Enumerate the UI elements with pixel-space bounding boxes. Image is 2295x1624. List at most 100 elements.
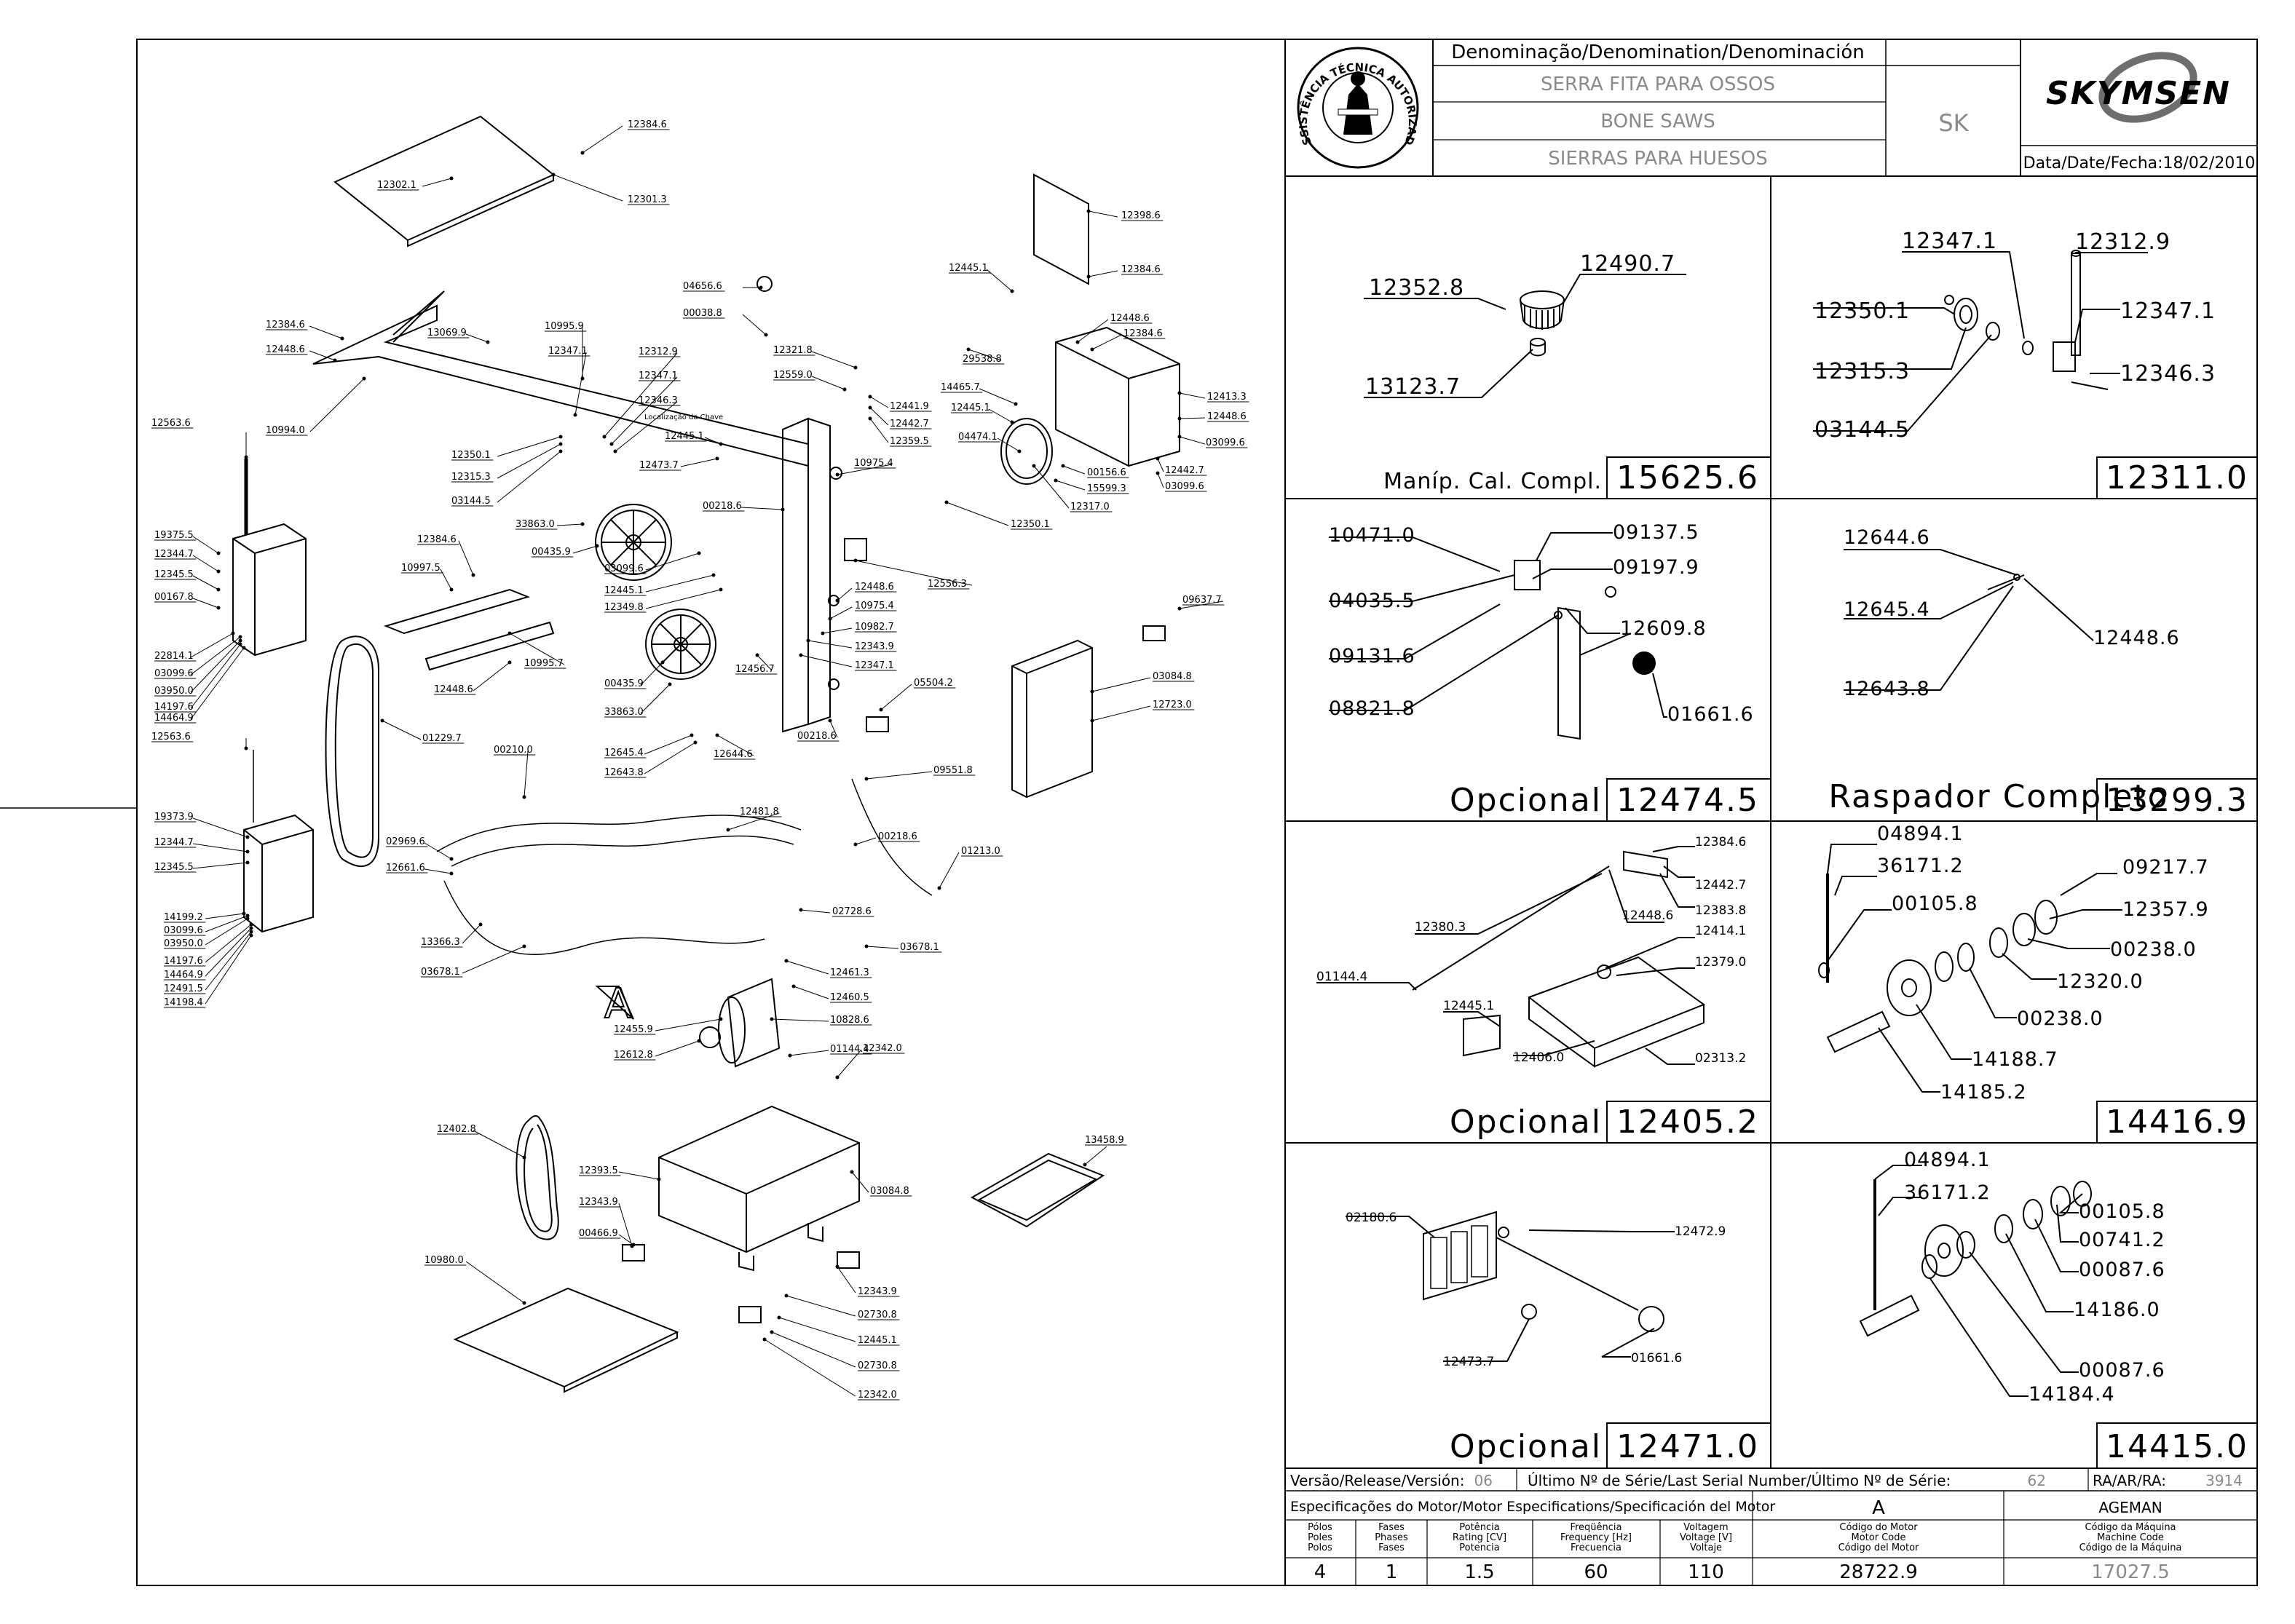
callout-dot [719, 442, 723, 446]
callout-leader [192, 862, 248, 869]
callout-label: 03099.6 [1165, 481, 1204, 492]
spec-frequency: 60 [1584, 1561, 1608, 1583]
callout-dot [770, 1017, 774, 1021]
callout-leader [1091, 705, 1151, 721]
callout-label: 12445.1 [951, 403, 990, 413]
callout-dot [853, 842, 858, 847]
panel-part-label: 10471.0 [1329, 524, 1415, 547]
callout-leader [192, 843, 248, 852]
callout-label: 12317.0 [1070, 502, 1110, 512]
callout-label: 02728.6 [832, 906, 872, 917]
callout-label: 03144.5 [451, 496, 491, 507]
ra-label: RA/AR/RA: [2093, 1472, 2166, 1489]
callout-label: 12445.1 [604, 585, 644, 596]
panel-code-p1: 15625.6 [1616, 459, 1759, 496]
callout-leader [645, 552, 700, 571]
callout-label: 00218.6 [703, 501, 742, 512]
callout-leader [1084, 1146, 1107, 1165]
callout-leader [465, 333, 489, 343]
spec-header-line: Código da Máquina [2085, 1522, 2176, 1533]
callout-label: 00466.9 [579, 1228, 618, 1239]
callout-leader [855, 837, 877, 845]
callout-leader [497, 436, 561, 457]
callout-label: 12321.8 [773, 345, 813, 356]
panel-code-p4: 13299.3 [2106, 782, 2248, 819]
callout-dot [580, 522, 585, 526]
motor-spec-label: Especificações do Motor/Motor Especifica… [1290, 1499, 1775, 1515]
main-callout-labels: 12384.612302.112301.312398.612384.612445… [151, 119, 1249, 1401]
panel-code-p8: 14415.0 [2106, 1428, 2248, 1465]
callout-label: 12384.6 [628, 119, 667, 130]
panel-part-label: 00238.0 [2017, 1007, 2104, 1030]
callout-label: 12661.6 [386, 863, 425, 874]
callout-label: 03950.0 [164, 938, 203, 949]
spec-header-line: Fases [1378, 1522, 1405, 1533]
callout-leader [704, 437, 722, 445]
callout-dot [242, 646, 246, 650]
callout-label: 12347.1 [855, 660, 894, 671]
callout-leader [742, 314, 767, 336]
panel-part-label: 12643.8 [1844, 678, 1930, 700]
panel-part-label: 12473.7 [1443, 1355, 1494, 1369]
callout-dot [668, 682, 672, 686]
callout-dot [244, 455, 248, 459]
callout-dot [697, 1039, 701, 1043]
motor-marker: A [604, 981, 632, 1028]
callout-label: 10975.4 [854, 458, 893, 469]
callout-leader [1055, 480, 1086, 491]
callout-leader [1091, 334, 1122, 350]
callout-leader [190, 640, 241, 693]
panel-part-label: 09131.6 [1329, 645, 1415, 668]
callout-leader [800, 654, 853, 668]
callout-leader [757, 654, 773, 671]
callout-leader [440, 569, 452, 590]
callout-dot [697, 551, 701, 555]
callout-label: 12563.6 [151, 732, 191, 742]
callout-leader [1033, 465, 1070, 509]
callout-leader [800, 909, 831, 914]
spec-header-line: Polos [1308, 1542, 1332, 1553]
callout-label: 12347.1 [639, 371, 678, 381]
callout-leader [1179, 436, 1206, 445]
brand-logo: SKYMSEN [2046, 75, 2231, 112]
callout-label: 12563.6 [151, 418, 191, 429]
callout-dot [1075, 340, 1080, 344]
spec-header-line: Potencia [1459, 1542, 1499, 1553]
callout-leader [458, 540, 474, 576]
callout-dot [449, 857, 454, 861]
callout-dot [245, 860, 250, 865]
callout-leader [192, 536, 219, 554]
callout-dot [1086, 209, 1091, 213]
callout-leader [509, 633, 565, 665]
callout-label: 12448.6 [434, 684, 473, 695]
panel-part-label: 14185.2 [1940, 1081, 2027, 1104]
callout-label: 12402.8 [437, 1124, 476, 1135]
callout-label: 12445.1 [949, 263, 988, 274]
callout-label: 12384.6 [266, 320, 305, 330]
panel-code-p3: 12474.5 [1616, 782, 1759, 819]
callout-leader [192, 598, 219, 609]
panel-part-label: 12347.1 [2120, 298, 2216, 324]
callout-label: 12349.8 [604, 602, 644, 613]
callout-leader [192, 555, 219, 572]
seal-lettering: ASSISTÊNCIA TÉCNICA AUTORIZADA [0, 0, 1419, 147]
panel-part-label: 14186.0 [2074, 1299, 2160, 1321]
version-value: 06 [1474, 1472, 1493, 1489]
callout-leader [645, 589, 722, 609]
callout-label: 13458.9 [1085, 1135, 1124, 1146]
callout-label: 12645.4 [604, 748, 644, 758]
callout-dot [944, 500, 949, 504]
callout-leader [855, 560, 973, 586]
panel-code-p5: 12405.2 [1616, 1104, 1759, 1141]
callout-dot [558, 449, 563, 453]
callout-dot [1156, 456, 1160, 461]
callout-dot [821, 631, 825, 635]
callout-leader [422, 178, 452, 187]
version-label: Versão/Release/Versión: [1290, 1472, 1464, 1489]
callout-label: 14199.2 [164, 912, 203, 923]
callout-label: 02730.8 [858, 1310, 897, 1320]
spec-header-line: Fases [1378, 1542, 1405, 1553]
panel-part-label: 12644.6 [1844, 526, 1930, 549]
callout-leader [811, 376, 845, 390]
callout-dot [1177, 435, 1182, 439]
